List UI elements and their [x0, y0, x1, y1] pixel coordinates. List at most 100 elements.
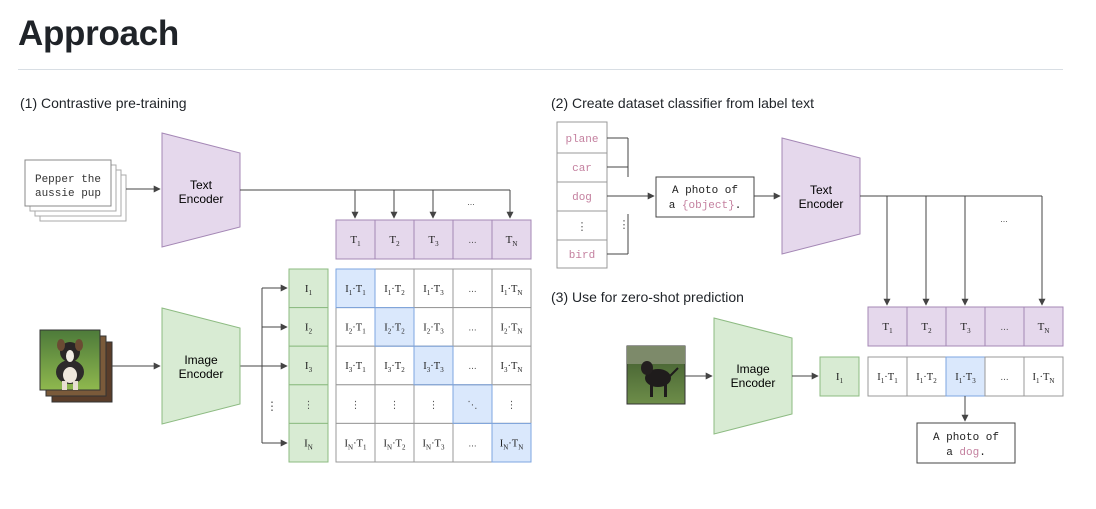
matrix-product: I2·TN: [501, 323, 523, 336]
text-embedding-cell: [452, 219, 493, 260]
text-encoder-pretrain: [161, 132, 241, 248]
matrix-ellipsis: ...: [468, 438, 476, 449]
matrix-ddots: ⋱: [468, 400, 478, 411]
text-fan-pretrain: [240, 189, 514, 219]
matrix-product: I3·T3: [423, 361, 444, 374]
text-encoder-label-1: Text: [190, 178, 213, 192]
image-embedding-token: I1: [305, 283, 313, 297]
score-cell: [1023, 356, 1064, 397]
matrix-product: IN·T3: [423, 438, 445, 451]
text-encoder-2-label-2: Encoder: [799, 197, 844, 211]
text-embedding-cell: [335, 219, 376, 260]
matrix-diagonal-outline: [374, 307, 415, 347]
matrix-product: I2·T1: [345, 323, 366, 336]
matrix-cell: [491, 268, 532, 309]
text-embedding-token: T3: [960, 321, 971, 335]
image-encoder-label-2: Encoder: [179, 367, 224, 381]
image-embedding-cell: [288, 422, 329, 463]
text-encoder-2-label-1: Text: [810, 183, 833, 197]
image-encoder-pretrain: [161, 307, 241, 425]
label-car: car: [572, 163, 592, 175]
matrix-product: IN·T1: [345, 438, 367, 451]
text-embedding-token: TN: [506, 234, 518, 248]
matrix-product: I3·T1: [345, 361, 366, 374]
caption-stack: Pepper the aussie pup: [24, 159, 127, 222]
score-product: I1·T1: [877, 372, 898, 385]
label-list: plane car dog ⋮ bird: [556, 121, 608, 269]
text-embedding-ellipsis: ...: [468, 235, 476, 246]
image-fan-vdots: ⋮: [266, 399, 278, 413]
image-embedding-token: IN: [304, 437, 313, 451]
image-fan-pretrain: [240, 284, 288, 447]
prediction-word: dog: [959, 447, 979, 459]
image-encoder-label-1: Image: [184, 353, 218, 367]
matrix-product: IN·T2: [384, 438, 406, 451]
matrix-product: I2·T3: [423, 323, 444, 336]
matrix-cell-diagonal: [335, 268, 376, 309]
matrix-vdots: ⋮: [429, 400, 439, 411]
score-cell: [906, 356, 947, 397]
text-embedding-token: T2: [921, 321, 932, 335]
matrix-ellipsis: ...: [468, 361, 476, 372]
section-title-classifier: (2) Create dataset classifier from label…: [551, 95, 814, 111]
prediction-suffix: .: [979, 447, 986, 459]
template-prefix: a: [669, 200, 682, 212]
matrix-cell: [452, 268, 493, 309]
template-line-1: A photo of: [672, 185, 738, 197]
matrix-product: IN·TN: [500, 438, 524, 451]
matrix-vdots: ⋮: [507, 400, 517, 411]
label-vdots: ⋮: [577, 221, 588, 233]
prompt-template: A photo of a {object}.: [655, 176, 755, 218]
image-encoder-2-label-1: Image: [736, 362, 770, 376]
text-embedding-token: T2: [389, 234, 400, 248]
image-encoder-2-label-2: Encoder: [731, 376, 776, 390]
matrix-cell: [335, 345, 376, 386]
matrix-cell: [452, 307, 493, 347]
section-title-zero-shot: (3) Use for zero-shot prediction: [551, 289, 744, 305]
text-encoder-label-2: Encoder: [179, 192, 224, 206]
matrix-product: I3·TN: [501, 361, 523, 374]
matrix-cell: [491, 345, 532, 386]
connector-vdots: ⋮: [619, 219, 630, 231]
score-cell: [984, 356, 1025, 397]
matrix-product: I2·T2: [384, 323, 405, 336]
text-embedding-ellipsis: ...: [1000, 322, 1008, 333]
page-title: Approach: [18, 14, 179, 53]
text-embedding-cell: [1023, 306, 1064, 347]
image-embedding-token: I3: [305, 360, 313, 374]
matrix-diagonal-outline: [452, 384, 493, 424]
text-embedding-cell: [413, 219, 454, 260]
matrix-product: I3·T2: [384, 361, 405, 374]
image-embedding-zero-shot: I1: [819, 356, 860, 397]
image-embedding-cell: [288, 384, 329, 424]
score-product: I1·T3: [955, 372, 976, 385]
dog-photo-icon: [39, 329, 113, 403]
matrix-vdots: ⋮: [390, 400, 400, 411]
text-embedding-cell: [867, 306, 908, 347]
text-fan-2-ellipsis: ...: [1000, 214, 1008, 224]
template-object: {object}: [682, 200, 735, 212]
matrix-diagonal-outline: [491, 422, 532, 463]
matrix-ellipsis: ...: [468, 323, 476, 334]
text-encoder-classifier: [781, 137, 861, 255]
score-product: I1·TN: [1033, 372, 1055, 385]
matrix-product: I1·T2: [384, 284, 405, 297]
image-embedding-token: I2: [305, 322, 313, 336]
matrix-cell: [374, 268, 415, 309]
text-fan-classifier: [860, 195, 1046, 306]
text-embedding-cell: [984, 306, 1025, 347]
matrix-product: I1·TN: [501, 284, 523, 297]
prediction-line-1: A photo of: [933, 432, 999, 444]
image-embedding-cell: [288, 268, 329, 309]
text-embedding-cell: [945, 306, 986, 347]
caption-line-2: aussie pup: [35, 188, 101, 200]
svg-text:a {object}.: a {object}.: [669, 200, 742, 212]
matrix-cell: [413, 384, 454, 424]
image-encoder-zero-shot: [713, 317, 793, 435]
text-embedding-token: T3: [428, 234, 439, 248]
